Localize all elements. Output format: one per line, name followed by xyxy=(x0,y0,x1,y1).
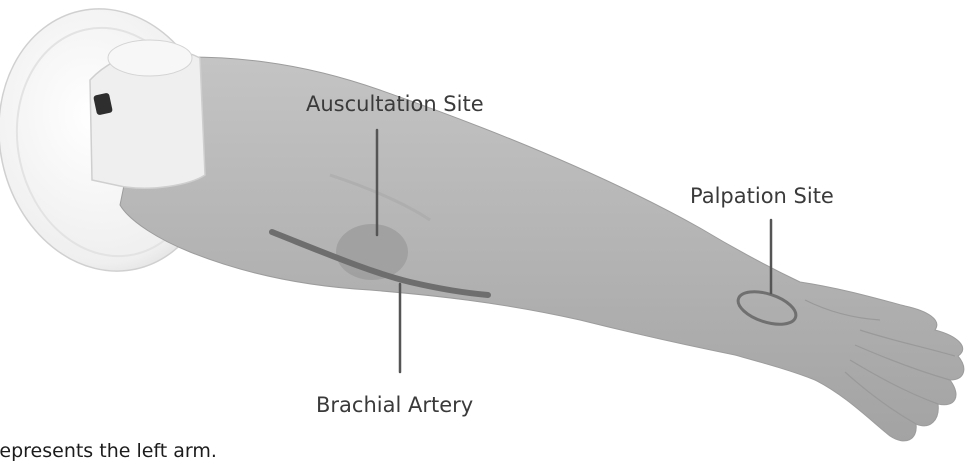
auscultation-site-label: Auscultation Site xyxy=(306,92,484,116)
brachial-artery-label: Brachial Artery xyxy=(316,393,473,417)
arm-body xyxy=(120,57,964,441)
caption-text: represents the left arm. xyxy=(0,440,217,462)
palpation-site-label: Palpation Site xyxy=(690,184,834,208)
